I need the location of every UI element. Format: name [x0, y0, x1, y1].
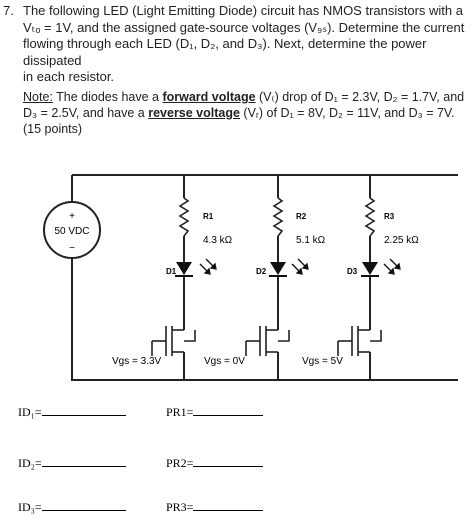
r2-name: R2	[296, 212, 307, 221]
question-number: 7.	[3, 3, 14, 18]
id3-label: ID₃=	[18, 500, 42, 514]
d2-label: D2	[256, 267, 267, 276]
pr2-blank[interactable]	[193, 456, 264, 467]
id1-blank[interactable]	[41, 405, 126, 416]
note-part-2: (V₍) drop of D₁ = 2.3V, D₂ = 1.7V, and	[255, 90, 465, 104]
pr1-blank[interactable]	[193, 405, 264, 416]
answer-pr3: PR3=	[166, 500, 264, 515]
vgs-1-label: Vgs = 3.3V	[112, 356, 162, 367]
resistor-r3	[364, 197, 376, 237]
resistor-r1	[178, 197, 190, 237]
pr1-label: PR1=	[166, 405, 194, 419]
source-minus-sign: −	[69, 243, 75, 254]
question-line-1: The following LED (Light Emitting Diode)…	[23, 3, 463, 18]
voltage-source: + 50 VDC −	[43, 201, 101, 259]
note-paragraph: Note: The diodes have a forward voltage …	[23, 89, 471, 137]
answer-id2: ID₂=	[18, 456, 126, 471]
answer-pr2: PR2=	[166, 456, 264, 471]
r3-name: R3	[384, 212, 395, 221]
note-part-1: The diodes have a	[52, 90, 163, 104]
points-label: (15 points)	[23, 122, 83, 136]
answer-pr1: PR1=	[166, 405, 264, 420]
resistor-r2	[272, 197, 284, 237]
vgs-3-label: Vgs = 5V	[302, 356, 343, 367]
note-part-4: (Vᵣ) of D₁ = 8V, D₂ = 11V, and D₃ = 7V.	[239, 106, 455, 120]
led-d2	[269, 258, 309, 277]
r1-value: 4.3 kΩ	[203, 235, 233, 246]
r3-value: 2.25 kΩ	[384, 235, 419, 246]
r1-name: R1	[203, 212, 214, 221]
d3-label: D3	[347, 267, 358, 276]
pr3-label: PR3=	[166, 500, 194, 514]
id1-label: ID₁=	[18, 405, 42, 419]
forward-voltage-term: forward voltage	[162, 90, 256, 104]
id2-blank[interactable]	[41, 456, 126, 467]
note-label: Note:	[23, 90, 53, 104]
bottom-rail-wire	[71, 258, 458, 381]
circuit-wires	[71, 174, 458, 381]
id2-label: ID₂=	[18, 456, 42, 470]
answer-id1: ID₁=	[18, 405, 126, 420]
nmos-3	[337, 326, 382, 356]
nmos-2	[245, 326, 290, 356]
source-plus-sign: +	[69, 211, 75, 222]
question-text: The following LED (Light Emitting Diode)…	[23, 3, 471, 86]
question-line-3: flowing through each LED (D₁, D₂, and D₃…	[23, 36, 427, 68]
id3-blank[interactable]	[41, 500, 126, 511]
question-line-4: in each resistor.	[23, 69, 115, 84]
note-part-3: D₃ = 2.5V, and have a	[23, 106, 149, 120]
nmos-1	[151, 326, 196, 356]
source-label: 50 VDC	[54, 226, 89, 237]
pr3-blank[interactable]	[193, 500, 264, 511]
vgs-2-label: Vgs = 0V	[204, 356, 245, 367]
pr2-label: PR2=	[166, 456, 194, 470]
r2-value: 5.1 kΩ	[296, 235, 326, 246]
reverse-voltage-term: reverse voltage	[148, 106, 240, 120]
d1-label: D1	[166, 267, 177, 276]
question-line-2: Vₜₒ = 1V, and the assigned gate-source v…	[23, 19, 465, 35]
answer-id3: ID₃=	[18, 500, 126, 515]
led-d1	[175, 258, 217, 277]
led-d3	[361, 258, 401, 277]
